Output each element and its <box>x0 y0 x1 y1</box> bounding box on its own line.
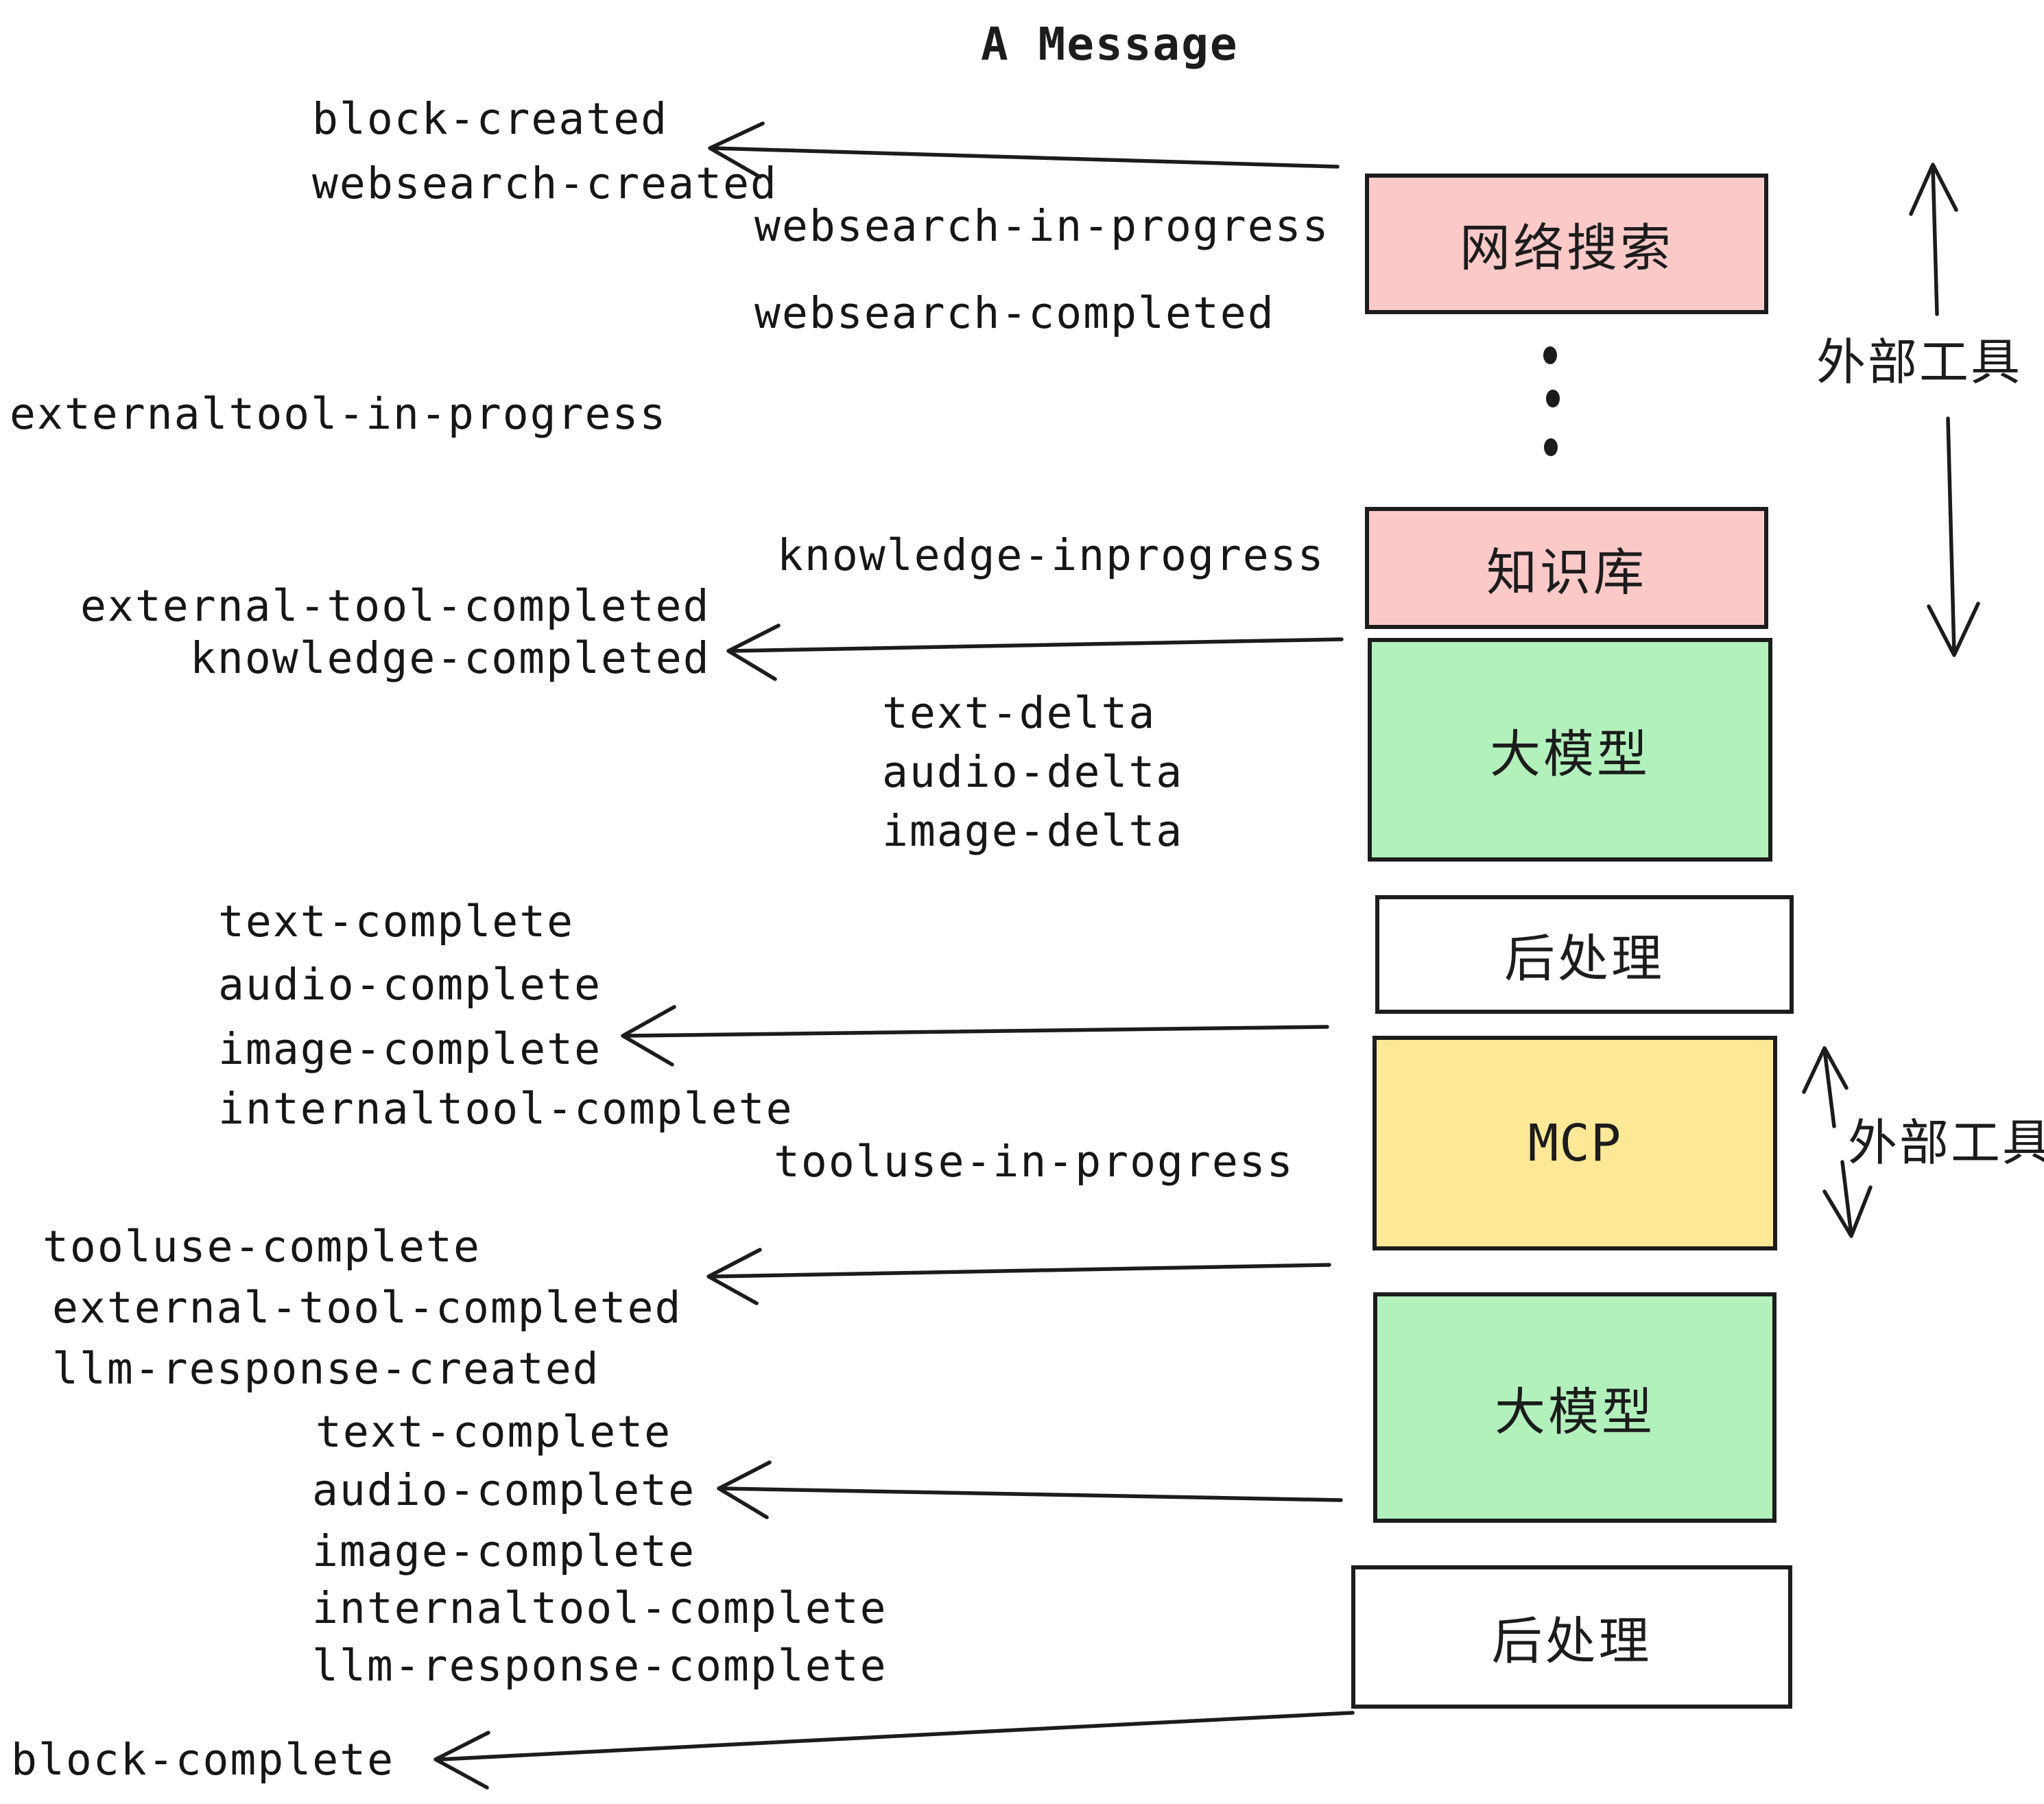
arrow-to-knowledge-completed <box>726 624 1344 681</box>
box-mcp: MCP <box>1372 1036 1777 1250</box>
box-post-2-label: 后处理 <box>1491 1612 1652 1671</box>
event-label-text-complete-1: text-complete <box>218 897 575 947</box>
arrow-to-block-complete <box>433 1711 1355 1790</box>
event-label-external-tool-completed: external-tool-completed <box>80 581 711 631</box>
box-post-2: 后处理 <box>1351 1565 1792 1709</box>
event-label-audio-delta-1: audio-delta <box>882 747 1184 797</box>
box-websearch: 网络搜索 <box>1365 174 1768 314</box>
diagram-title: A Message <box>981 18 1239 71</box>
event-label-text-delta-1: text-delta <box>882 688 1156 738</box>
event-label-image-complete-1: image-complete <box>218 1024 602 1074</box>
arrow-to-audio-complete <box>717 1460 1343 1519</box>
arrow-to-block-created <box>708 121 1340 179</box>
box-llm-1: 大模型 <box>1368 638 1772 862</box>
event-label-block-complete: block-complete <box>11 1735 395 1785</box>
box-llm-2: 大模型 <box>1373 1292 1776 1523</box>
event-label-block-created: block-created <box>312 94 669 144</box>
event-label-llm-response-complete: llm-response-complete <box>312 1641 888 1691</box>
external-tools-label-mid: 外部工具 <box>1848 1114 2044 1172</box>
box-knowledge-label: 知识库 <box>1486 543 1647 602</box>
event-label-image-complete-2: image-complete <box>312 1526 696 1576</box>
event-label-internaltool-complete-1: internaltool-complete <box>218 1084 794 1134</box>
event-label-tooluse-complete: tooluse-complete <box>43 1222 481 1272</box>
event-label-text-complete-2: text-complete <box>316 1407 672 1457</box>
box-mcp-label: MCP <box>1528 1113 1622 1173</box>
external-tools-up-arrow-mid <box>1802 1046 1849 1128</box>
external-tools-label-top: 外部工具 <box>1816 333 2023 391</box>
box-knowledge: 知识库 <box>1365 507 1768 629</box>
event-label-audio-complete-2: audio-complete <box>312 1465 696 1515</box>
event-label-llm-response-created: llm-response-created <box>52 1344 600 1394</box>
box-llm-1-label: 大模型 <box>1490 724 1650 784</box>
event-label-websearch-created: websearch-created <box>312 158 778 209</box>
box-llm-2-label: 大模型 <box>1495 1382 1655 1442</box>
box-post-1-label: 后处理 <box>1504 929 1665 988</box>
event-label-knowledge-completed: knowledge-completed <box>190 633 711 683</box>
external-tools-down-arrow-mid <box>1822 1160 1873 1238</box>
box-websearch-label: 网络搜索 <box>1460 219 1674 278</box>
external-tools-down-arrow-top <box>1927 416 1980 657</box>
event-label-tooluse-in-progress: tooluse-in-progress <box>774 1137 1294 1187</box>
event-label-websearch-completed: websearch-completed <box>754 288 1275 338</box>
event-label-websearch-in-progress: websearch-in-progress <box>754 201 1330 251</box>
event-label-audio-complete-1: audio-complete <box>218 960 602 1010</box>
arrow-to-image-complete <box>621 1005 1329 1067</box>
event-label-internaltool-complete-2: internaltool-complete <box>312 1583 888 1633</box>
box-post-1: 后处理 <box>1375 895 1794 1014</box>
ellipsis-dots <box>1543 346 1560 456</box>
event-label-externaltool-in-progress: externaltool-in-progress <box>10 389 667 439</box>
arrow-to-tooluse-complete <box>706 1248 1331 1305</box>
event-label-image-delta-1: image-delta <box>882 806 1184 856</box>
external-tools-up-arrow-top <box>1909 163 1958 316</box>
event-label-external-tool-completed-2: external-tool-completed <box>52 1283 682 1333</box>
event-label-knowledge-inprogress: knowledge-inprogress <box>777 530 1325 580</box>
